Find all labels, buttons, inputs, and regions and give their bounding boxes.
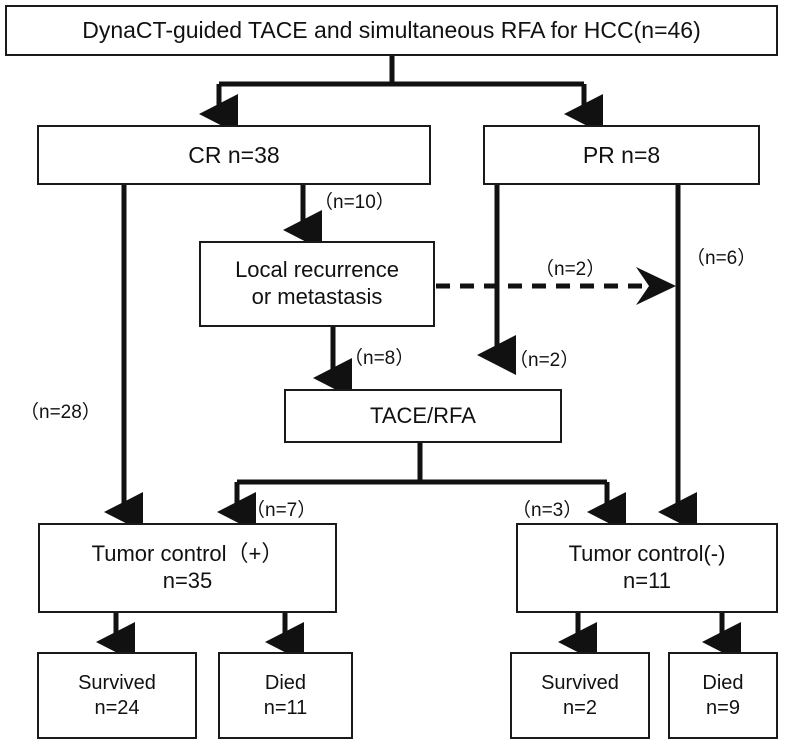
- node-local-recurrence-label-line2: or metastasis: [251, 284, 383, 309]
- node-died-left[interactable]: Died n=11: [218, 652, 353, 739]
- node-survived-left-count: n=24: [94, 696, 140, 719]
- node-died-left-count: n=11: [263, 696, 308, 719]
- node-died-left-label: Died: [264, 672, 307, 695]
- node-local-recurrence-label-line1: Local recurrence: [235, 257, 399, 283]
- node-cr-label: CR n=38: [188, 141, 280, 168]
- edge-label-pr-to-control-pos: （n=2）: [509, 350, 580, 371]
- node-died-right-label: Died: [702, 672, 744, 695]
- node-tumor-control-negative-label: Tumor control(-): [568, 541, 726, 567]
- edge-label-tace-to-control-neg: （n=3）: [512, 500, 583, 521]
- connector-control-neg-to-leaves: [558, 613, 742, 663]
- node-tace-rfa[interactable]: TACE/RFA: [284, 389, 562, 443]
- node-survived-right-count: n=2: [563, 696, 597, 719]
- node-tace-rfa-label: TACE/RFA: [370, 402, 476, 428]
- node-died-right[interactable]: Died n=9: [668, 652, 778, 739]
- connector-tace-split: [217, 443, 627, 533]
- node-pr[interactable]: PR n=8: [483, 125, 760, 185]
- node-tumor-control-positive-count: n=35: [162, 568, 213, 593]
- edge-label-recurrence-to-tace: （n=8）: [344, 348, 415, 369]
- node-tumor-control-negative-count: n=11: [623, 568, 671, 593]
- node-survived-right-label: Survived: [541, 672, 619, 695]
- node-root-label: DynaCT-guided TACE and simultaneous RFA …: [82, 17, 701, 44]
- node-tumor-control-negative[interactable]: Tumor control(-) n=11: [516, 523, 778, 613]
- edge-label-recurrence-dashed: （n=2）: [535, 259, 606, 280]
- edge-label-cr-to-recurrence: （n=10）: [314, 192, 395, 213]
- node-local-recurrence[interactable]: Local recurrence or metastasis: [199, 241, 435, 327]
- node-tumor-control-positive-label: Tumor control（+）: [91, 541, 284, 567]
- connector-control-pos-to-leaves: [96, 613, 305, 663]
- node-pr-label: PR n=8: [582, 141, 661, 168]
- node-cr[interactable]: CR n=38: [37, 125, 431, 185]
- node-root[interactable]: DynaCT-guided TACE and simultaneous RFA …: [5, 5, 778, 56]
- edge-label-pr-to-control-neg: （n=6）: [686, 248, 757, 269]
- node-survived-right[interactable]: Survived n=2: [510, 652, 650, 739]
- edge-label-tace-to-control-pos: （n=7）: [246, 500, 317, 521]
- node-died-right-count: n=9: [706, 696, 740, 719]
- node-survived-left[interactable]: Survived n=24: [37, 652, 197, 739]
- connector-root-split: [199, 56, 604, 135]
- node-survived-left-label: Survived: [78, 672, 156, 695]
- edge-label-cr-to-control-pos: （n=28）: [20, 402, 101, 423]
- node-tumor-control-positive[interactable]: Tumor control（+） n=35: [38, 523, 337, 613]
